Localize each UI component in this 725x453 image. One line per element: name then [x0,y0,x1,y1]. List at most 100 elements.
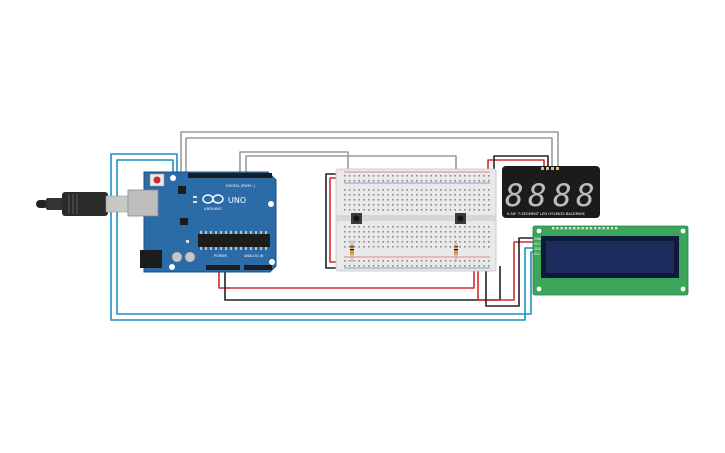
breadboard-hole [483,236,485,238]
breadboard-hole [348,204,351,206]
breadboard-hole [425,226,428,228]
breadboard-hole [392,175,394,177]
resistor-1[interactable] [350,240,354,262]
breadboard-hole [440,226,442,228]
breadboard-hole [344,204,346,206]
wire-black-left-rail[interactable] [325,173,343,269]
wire-red-lcd[interactable] [477,241,533,301]
lcd-pad [610,227,614,230]
breadboard-hole [416,194,418,196]
lcd-pin-vcc: VCC [534,242,541,246]
pushbutton-2[interactable] [455,213,466,224]
lcd-pad [556,227,559,230]
lcd-display[interactable]: GND VCC SDA SCL [532,225,689,296]
analog-header[interactable] [244,265,272,270]
usb-cable[interactable] [36,192,131,216]
pushbutton-1[interactable] [351,213,362,224]
breadboard-hole [473,180,476,182]
breadboard-hole [382,241,384,243]
breadboard-hole [449,260,452,262]
breadboard-hole [468,236,471,238]
breadboard-hole [358,226,360,228]
breadboard-hole [382,194,384,196]
breadboard-hole [382,204,384,206]
breadboard-hole [387,226,389,228]
breadboard-hole [401,194,404,196]
breadboard-hole [353,265,356,267]
breadboard-hole [483,175,485,177]
breadboard-hole [387,265,389,267]
breadboard-hole [372,226,375,228]
breadboard-hole [416,175,418,177]
breadboard-hole [468,194,471,196]
breadboard-hole [454,241,456,243]
breadboard-hole [454,209,456,211]
breadboard-hole [348,236,351,238]
breadboard-hole [454,231,456,233]
breadboard-hole [358,236,360,238]
seven-segment-display[interactable]: 8 8 8 8 0.56" 7-SEGMENT LED HT16K33 BACK… [502,166,600,218]
wire-black-lcd[interactable] [485,237,533,307]
breadboard-hole [416,189,418,191]
breadboard-hole [416,241,418,243]
wire-red-power[interactable] [218,264,475,289]
breadboard-hole [464,199,466,201]
breadboard-hole [401,236,404,238]
power-header[interactable] [206,265,240,270]
breadboard-hole [392,236,394,238]
breadboard-hole [368,260,370,262]
breadboard-hole [449,241,452,243]
breadboard-hole [377,226,380,228]
arduino-uno-board[interactable]: DIGITAL (PWM~) UNO ARDUINO [127,171,277,273]
breadboard-hole [444,194,447,196]
breadboard-hole [464,226,466,228]
arduino-logo-icon [202,194,224,204]
breadboard-hole [478,209,480,211]
breadboard-hole [406,246,408,248]
wire-black-gnd[interactable] [224,266,501,301]
wire-blue-2[interactable] [116,159,533,315]
breadboard-hole [488,209,490,211]
breadboard-hole [449,226,452,228]
breadboard-hole [483,260,485,262]
breadboard-hole [464,241,466,243]
breadboard-hole [464,180,466,182]
wire-black-7seg[interactable] [493,155,549,175]
breadboard-hole [387,260,389,262]
resistor-2[interactable] [454,240,458,262]
lcd-pad [568,227,572,230]
breadboard-hole [363,175,365,177]
mount-hole [680,286,686,292]
breadboard-hole [372,189,375,191]
breadboard-hole [406,189,408,191]
breadboard-hole [435,194,437,196]
breadboard-hole [344,260,346,262]
wire-gray-1[interactable] [180,131,559,172]
breadboard-hole [483,199,485,201]
breadboard-hole [401,241,404,243]
breadboard-hole [440,260,442,262]
breadboard-hole [382,180,384,182]
breadboard-hole [488,189,490,191]
breadboard-hole [368,226,370,228]
breadboard-hole [377,180,380,182]
wire-red-7seg[interactable] [487,159,545,175]
breadboard-hole [425,260,428,262]
breadboard-hole [368,194,370,196]
breadboard-hole [473,246,476,248]
breadboard-hole [358,241,360,243]
breadboard-hole [353,209,356,211]
breadboard-hole [459,246,461,248]
digital-header[interactable] [188,173,272,178]
breadboard-hole [411,226,413,228]
wire-blue-1[interactable] [110,153,533,321]
wire-gray-2[interactable] [185,137,553,172]
breadboard-hole [401,204,404,206]
breadboard-hole [425,231,428,233]
breadboard-hole [368,180,370,182]
breadboard-hole [358,246,360,248]
breadboard-hole [488,180,490,182]
breadboard-hole [444,246,447,248]
breadboard-hole [401,189,404,191]
breadboard-hole [430,226,432,228]
